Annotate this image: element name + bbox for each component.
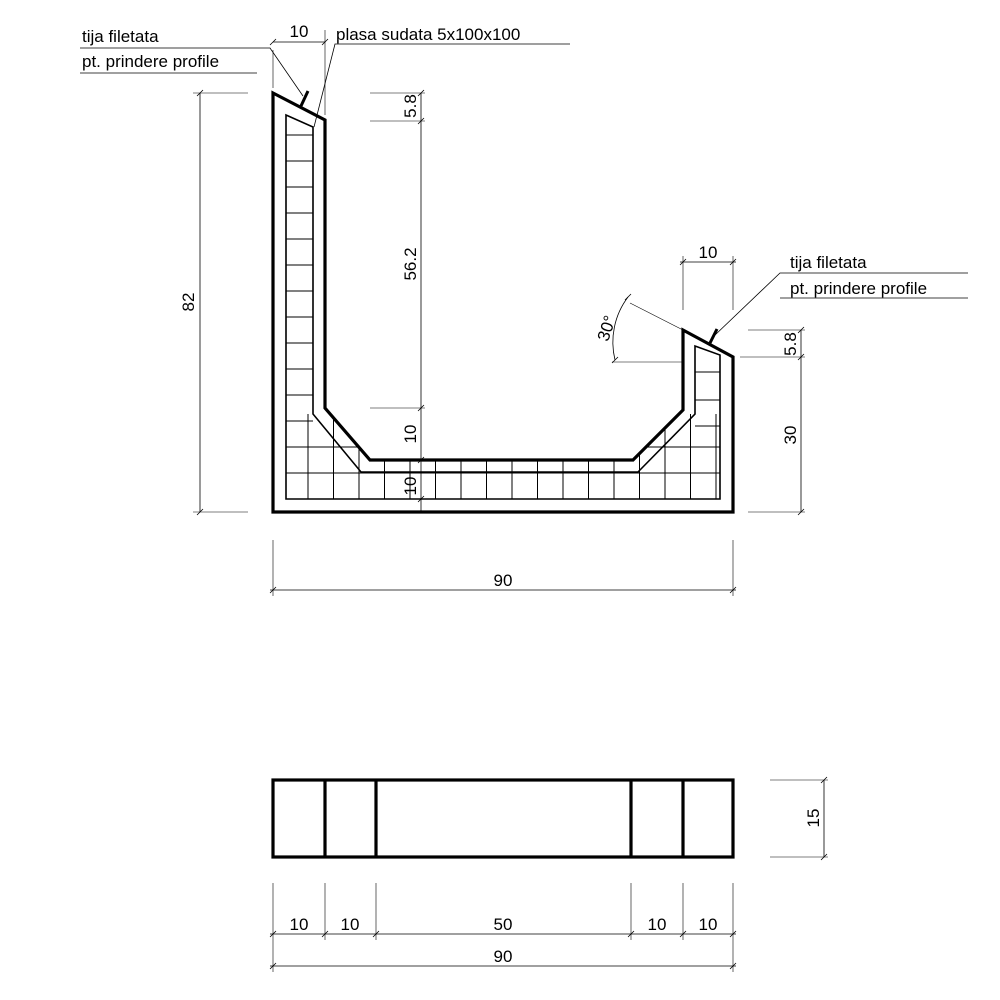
label-mesh: plasa sudata 5x100x100 [336, 25, 520, 44]
svg-text:10: 10 [401, 477, 420, 496]
section-view: tija filetata pt. prindere profile plasa… [80, 22, 968, 596]
svg-text:10: 10 [341, 915, 360, 934]
section-inner-contour [285, 113, 721, 500]
plan-view: 15 10 10 50 10 10 90 [269, 776, 828, 972]
svg-text:10: 10 [290, 915, 309, 934]
dim-chain-right: 5.8 30 [740, 326, 805, 516]
dim-top-left-width: 10 [269, 22, 329, 115]
label-rod-right-line1: tija filetata [790, 253, 867, 272]
section-outer-contour [271, 90, 735, 514]
svg-text:10: 10 [699, 915, 718, 934]
svg-text:56.2: 56.2 [401, 247, 420, 280]
svg-text:5.8: 5.8 [781, 332, 800, 356]
svg-text:10: 10 [290, 22, 309, 41]
svg-text:90: 90 [494, 947, 513, 966]
dim-height-total: 82 [179, 89, 248, 516]
threaded-rod-left [299, 90, 310, 107]
dim-right-top-width: 10 [679, 243, 737, 310]
svg-text:30: 30 [781, 426, 800, 445]
svg-text:30°: 30° [594, 313, 620, 343]
svg-text:10: 10 [648, 915, 667, 934]
svg-text:15: 15 [804, 809, 823, 828]
dim-section-overall-width: 90 [269, 540, 737, 596]
svg-text:10: 10 [699, 243, 718, 262]
leader-mesh [313, 43, 570, 128]
label-rod-right-line2: pt. prindere profile [790, 279, 927, 298]
svg-text:5.8: 5.8 [401, 94, 420, 118]
label-rod-left-line2: pt. prindere profile [82, 52, 219, 71]
svg-text:82: 82 [179, 293, 198, 312]
dim-plan-overall-width: 90 [269, 947, 737, 970]
leader-left-rod [80, 47, 304, 97]
leader-right-rod [713, 272, 968, 337]
label-rod-left-line1: tija filetata [82, 27, 159, 46]
dim-plan-height: 15 [770, 776, 828, 861]
svg-text:50: 50 [494, 915, 513, 934]
mesh-grid [286, 134, 720, 499]
dim-angle-30: 30° [594, 293, 684, 364]
dim-chain-left-inner: 5.8 56.2 10 10 [370, 89, 425, 512]
svg-text:10: 10 [401, 425, 420, 444]
dim-plan-segments: 10 10 50 10 10 [269, 883, 737, 972]
svg-text:90: 90 [494, 571, 513, 590]
threaded-rod-right [708, 328, 719, 344]
plan-outline [271, 778, 735, 859]
